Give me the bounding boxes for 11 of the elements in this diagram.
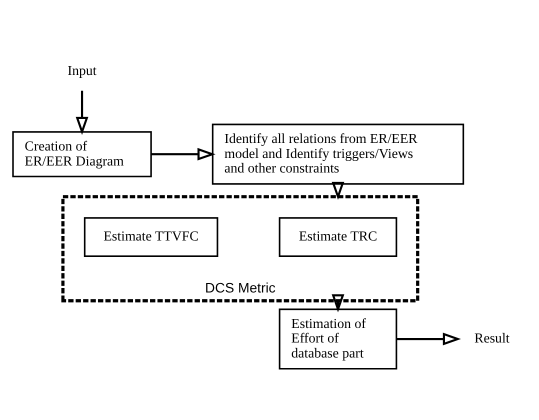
node-box: Creation of ER/EER Diagram — [12, 130, 152, 177]
arrow — [332, 181, 344, 200]
node-text: Result — [474, 330, 510, 346]
arrow — [332, 294, 344, 312]
arrow — [76, 90, 88, 134]
node-box: Estimation of Effort of database part — [278, 308, 398, 370]
node-text: Input — [67, 62, 97, 78]
arrow — [396, 332, 461, 345]
arrow — [152, 147, 216, 160]
node-box: Estimate TRC — [278, 216, 398, 256]
node-box: Estimate TTVFC — [84, 216, 218, 256]
